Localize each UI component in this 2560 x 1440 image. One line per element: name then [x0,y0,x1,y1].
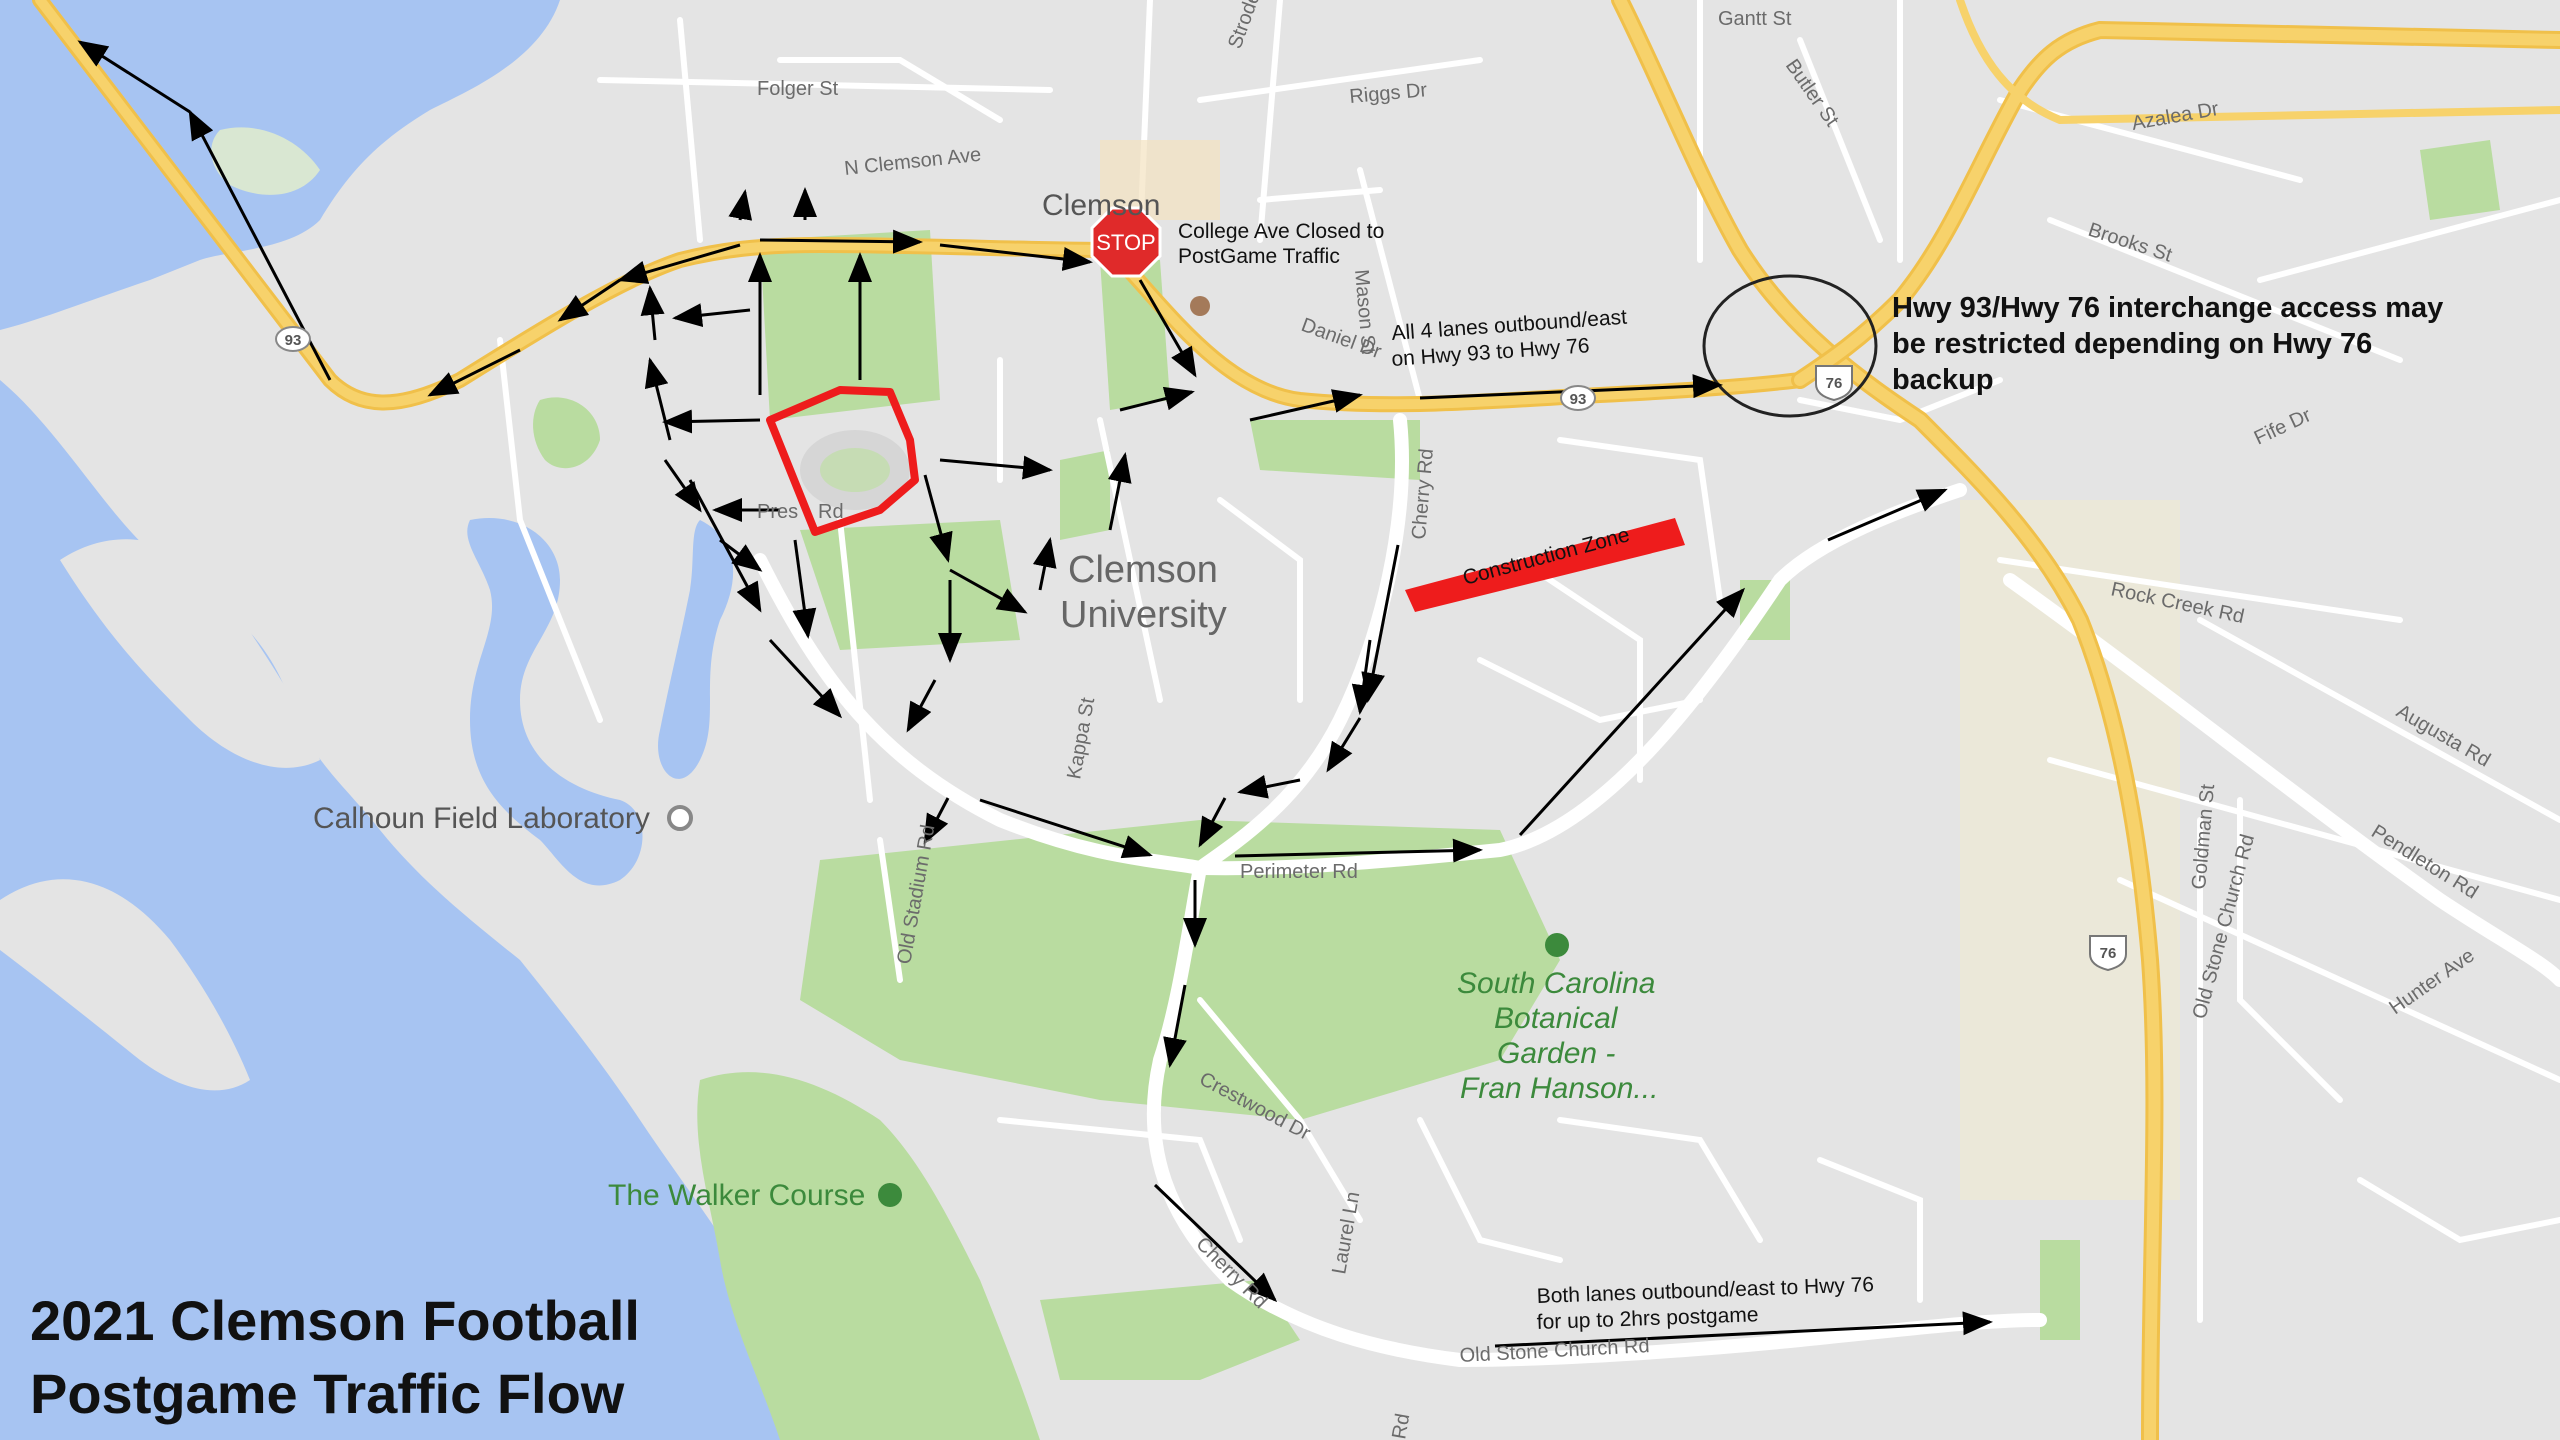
map-title-line2: Postgame Traffic Flow [30,1362,625,1425]
place-calhoun: Calhoun Field Laboratory [313,802,650,835]
garden-poi-icon [1545,933,1569,957]
street-rd-lower: Rd [1388,1412,1414,1440]
stadium-outline [766,386,919,536]
peninsula [0,127,320,1091]
note-interchange-2: be restricted depending on Hwy 76 [1892,328,2372,360]
place-garden-line2: Botanical [1494,1002,1619,1035]
stop-sign: STOP [1090,206,1162,278]
street-pres: Pres [757,501,798,523]
hwy76-south-text: 76 [2100,945,2117,962]
hwy76-south-shield: 76 [2089,935,2127,972]
street-gantt: Gantt St [1718,8,1792,30]
street-rd: Rd [818,501,844,523]
interchange-circle [1702,274,1878,418]
hwy93-mid-shield: 93 [1560,385,1596,411]
place-garden-line3: Garden - [1497,1037,1615,1070]
calhoun-poi-icon [667,805,693,831]
street-perimeter: Perimeter Rd [1240,861,1358,883]
place-university-line2: University [1060,594,1227,636]
hwy76-interchange-shield: 76 [1815,365,1853,402]
place-university-line1: Clemson [1068,549,1218,591]
stop-sign-text: STOP [1096,230,1156,255]
park-areas [533,140,2500,1440]
hwy93-left-shield: 93 [275,326,311,352]
map-title-line1: 2021 Clemson Football [30,1289,640,1352]
highways [32,0,2560,1440]
local-roads [497,0,2560,1323]
main-roads [753,413,2560,1368]
hwy93-mid-text: 93 [1570,391,1587,408]
street-folger: Folger St [757,78,839,100]
stadium [766,386,919,536]
place-clemson-town: Clemson [1042,189,1160,222]
note-college-ave-1: College Ave Closed to [1178,220,1384,243]
note-interchange-1: Hwy 93/Hwy 76 interchange access may [1892,292,2443,324]
place-garden-line4: Fran Hanson... [1460,1072,1658,1105]
note-college-ave-2: PostGame Traffic [1178,245,1340,268]
note-interchange-3: backup [1892,364,1994,396]
hwy76-interchange-text: 76 [1826,375,1843,392]
downtown-poi-icon [1190,296,1210,316]
golf-poi-icon [878,1183,902,1207]
place-walker: The Walker Course [608,1179,865,1212]
hwy93-left-text: 93 [285,332,302,349]
place-garden-line1: South Carolina [1457,967,1655,1000]
traffic-arrows [77,40,1993,1348]
